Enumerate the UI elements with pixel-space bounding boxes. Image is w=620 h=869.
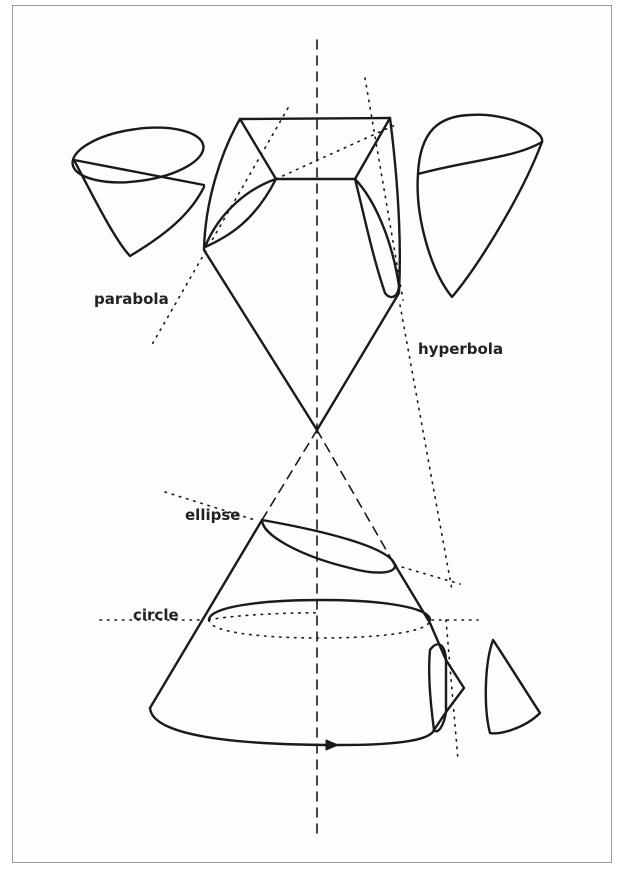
hyperbola-piece [418,115,543,297]
hyperbola-label: hyperbola [418,340,503,358]
parabola-label: parabola [94,290,169,308]
parabola-cut-face [205,179,276,247]
circle-label: circle [133,606,179,624]
rotation-arrow [326,740,338,750]
lower-hyperbola-face [429,644,446,731]
upper-cone [204,118,400,430]
ellipse-section [262,520,395,573]
circle-section-front [209,600,430,620]
circle-section-back [209,620,430,638]
lower-hyperbola-piece [486,640,540,733]
parabola-piece [69,120,207,256]
hyperbola-cut-face [355,179,399,297]
ellipse-label: ellipse [185,506,240,524]
